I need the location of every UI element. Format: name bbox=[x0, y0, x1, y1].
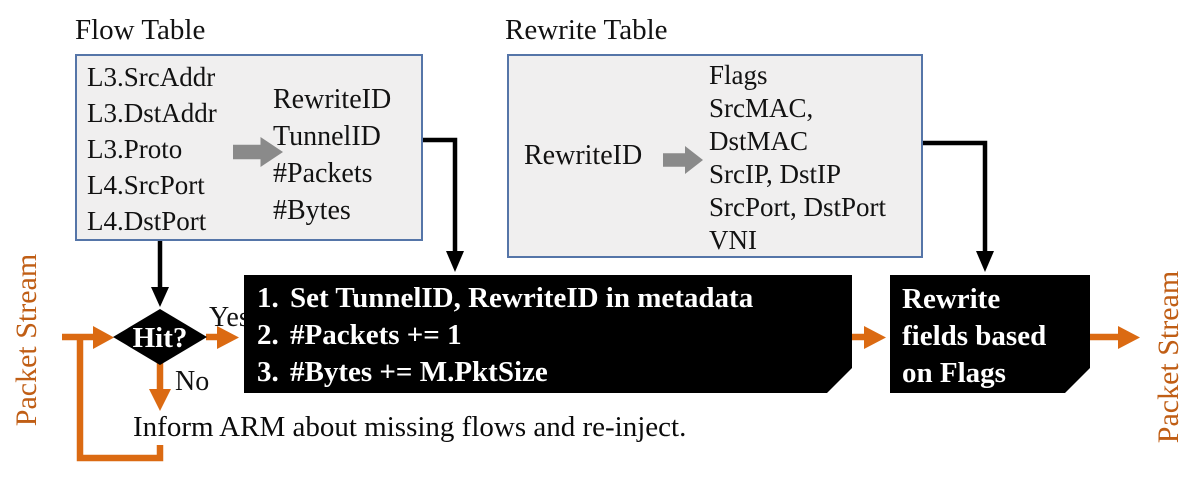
packet-stream-in-label: Packet Stream bbox=[10, 253, 43, 427]
miss-note: Inform ARM about missing flows and re-in… bbox=[133, 411, 687, 443]
action-step-text: #Packets += 1 bbox=[290, 319, 462, 351]
rewrite-table-result-column: Flags SrcMAC, DstMAC SrcIP, DstIP SrcPor… bbox=[709, 59, 886, 257]
hit-decision-label: Hit? bbox=[132, 322, 188, 354]
rewrite-table-result: DstMAC bbox=[709, 126, 809, 156]
rewrite-table-key: RewriteID bbox=[524, 140, 643, 171]
flow-table-result: #Bytes bbox=[273, 195, 351, 226]
yes-branch-label: Yes bbox=[209, 302, 250, 333]
rewrite-action-line: fields based bbox=[902, 320, 1047, 352]
packet-stream-out-label: Packet Stream bbox=[1152, 270, 1185, 444]
rewrite-table-result: SrcIP, DstIP bbox=[709, 159, 842, 189]
action-step: 2. #Packets += 1 bbox=[257, 317, 852, 354]
flow-table-result-column: RewriteID TunnelID #Packets #Bytes bbox=[273, 81, 391, 229]
rewritetable-to-rewritebox-line bbox=[923, 140, 988, 260]
hit-action-box: 1. Set TunnelID, RewriteID in metadata 2… bbox=[244, 275, 852, 393]
action-step-number: 1. bbox=[257, 282, 279, 314]
flow-table-key: L3.Proto bbox=[87, 134, 183, 164]
flow-table-title: Flow Table bbox=[75, 14, 206, 46]
rewrite-table-result: SrcMAC, bbox=[709, 93, 814, 123]
action-step: 3. #Bytes += M.PktSize bbox=[257, 354, 852, 391]
action-step-number: 2. bbox=[257, 319, 279, 351]
flow-table-key: L4.DstPort bbox=[87, 206, 207, 236]
hit-no-arrowhead-icon bbox=[149, 389, 171, 411]
stream-to-hit-arrowhead-icon bbox=[93, 326, 114, 349]
action-to-rewrite-arrowhead-icon bbox=[864, 326, 886, 349]
action-step-number: 3. bbox=[257, 356, 279, 388]
rewrite-table-result: Flags bbox=[709, 60, 768, 90]
flow-table-key: L3.DstAddr bbox=[87, 98, 217, 128]
flow-table: L3.SrcAddr L3.DstAddr L3.Proto L4.SrcPor… bbox=[75, 54, 423, 241]
flow-to-action-line bbox=[423, 137, 458, 260]
flow-to-hit-arrowhead-icon bbox=[151, 287, 169, 307]
flow-table-key-column: L3.SrcAddr L3.DstAddr L3.Proto L4.SrcPor… bbox=[87, 59, 217, 239]
flow-table-key: L3.SrcAddr bbox=[87, 62, 216, 92]
rewrite-table-result: SrcPort, DstPort bbox=[709, 192, 887, 222]
action-step-text: #Bytes += M.PktSize bbox=[290, 356, 548, 388]
rewrite-table-result: VNI bbox=[709, 225, 757, 255]
rewritetable-to-rewritebox-arrowhead-icon bbox=[976, 251, 994, 272]
rewrite-action-box: Rewrite fields based on Flags bbox=[890, 275, 1090, 393]
flow-table-result: #Packets bbox=[273, 158, 373, 189]
flow-table-result: TunnelID bbox=[273, 121, 381, 152]
rewrite-lookup-arrow-icon bbox=[663, 146, 703, 174]
rewrite-table-title: Rewrite Table bbox=[505, 14, 668, 46]
flow-table-result: RewriteID bbox=[273, 84, 392, 115]
rewrite-table: RewriteID Flags SrcMAC, DstMAC SrcIP, Ds… bbox=[507, 54, 923, 258]
flow-table-key: L4.SrcPort bbox=[87, 170, 205, 200]
action-step: 1. Set TunnelID, RewriteID in metadata bbox=[257, 280, 852, 317]
rewrite-action-line: Rewrite bbox=[902, 283, 1001, 315]
flow-to-action-arrowhead-icon bbox=[446, 251, 464, 272]
rewrite-action-line: on Flags bbox=[902, 357, 1006, 389]
action-step-text: Set TunnelID, RewriteID in metadata bbox=[290, 282, 754, 314]
no-branch-label: No bbox=[175, 366, 210, 397]
rewrite-to-stream-arrowhead-icon bbox=[1118, 326, 1140, 349]
